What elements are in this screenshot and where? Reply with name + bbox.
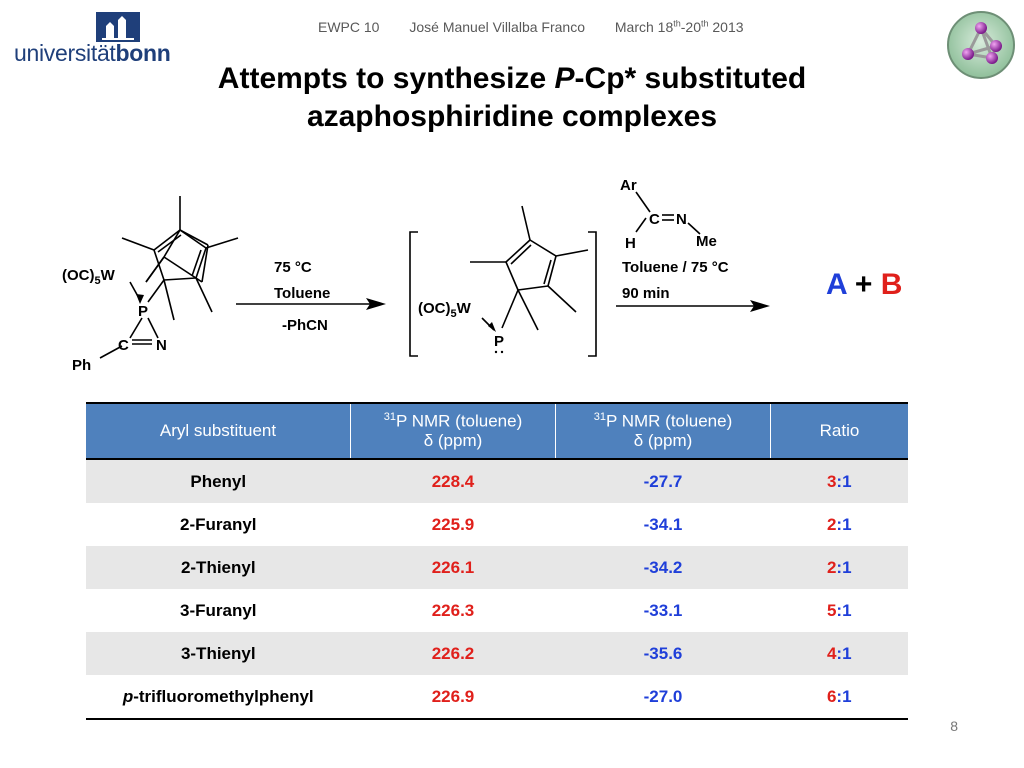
step2-time: 90 min bbox=[622, 285, 670, 302]
cp-star-ring-intermediate bbox=[470, 205, 589, 331]
intermediate-coordination-arrowhead-icon bbox=[488, 322, 496, 332]
step1-elimination: -PhCN bbox=[282, 317, 328, 334]
product-plus: + bbox=[854, 268, 873, 301]
cell-ratio: 6:1 bbox=[826, 686, 852, 706]
conference-date: March 18th-20th 2013 bbox=[614, 18, 744, 35]
slide-header: EWPC 10 José Manuel Villalba Franco Marc… bbox=[318, 18, 788, 35]
cell-aryl: Phenyl bbox=[86, 459, 351, 503]
cell-shift-a: 225.9 bbox=[431, 514, 475, 534]
imine-structure bbox=[635, 191, 701, 235]
cell-aryl: 3-Furanyl bbox=[179, 600, 257, 620]
cell-ratio: 4:1 bbox=[770, 632, 908, 675]
product-b: B bbox=[880, 268, 903, 301]
products-label: A + B bbox=[826, 268, 902, 302]
cell-ratio: 3:1 bbox=[770, 459, 908, 503]
molecule-logo-icon bbox=[947, 11, 1015, 79]
lone-pair-dot bbox=[500, 350, 504, 354]
nmr-data-table: Aryl substituent 31P NMR (toluene)δ (ppm… bbox=[86, 402, 908, 720]
reactant-w-fragment: (OC)5W bbox=[62, 267, 116, 287]
reactant-p-label: P bbox=[138, 303, 148, 320]
cell-aryl: 2-Furanyl bbox=[179, 514, 257, 534]
table-row: 2-Furanyl 225.9 -34.1 2:1 bbox=[86, 503, 908, 546]
lone-pair-dot bbox=[494, 350, 498, 354]
university-emblem-icon bbox=[96, 12, 140, 42]
reactant-c-label: C bbox=[118, 337, 129, 354]
intermediate-p-label: P bbox=[494, 333, 504, 350]
title-line-1: Attempts to synthesize P-Cp* substituted bbox=[217, 62, 807, 95]
cell-ratio: 2:1 bbox=[770, 546, 908, 589]
cell-aryl: 2-Thienyl bbox=[86, 546, 351, 589]
logo-text: universitätbonn bbox=[14, 40, 171, 66]
cell-ratio: 5:1 bbox=[826, 600, 852, 620]
step2-conditions: Toluene / 75 °C bbox=[622, 259, 729, 276]
imine-ar-label: Ar bbox=[620, 177, 637, 194]
header-nmr-a: 31P NMR (toluene)δ (ppm) bbox=[350, 403, 556, 459]
cell-shift-b: -34.2 bbox=[555, 546, 771, 589]
table-header-row: Aryl substituent 31P NMR (toluene)δ (ppm… bbox=[86, 403, 908, 459]
imine-c-label: C bbox=[649, 211, 660, 228]
table-row: p-trifluoromethylphenyl 226.9 -27.0 6:1 bbox=[86, 675, 908, 719]
arrowhead-2-icon bbox=[750, 300, 770, 312]
cell-shift-a: 226.3 bbox=[431, 600, 475, 620]
cell-shift-a: 226.9 bbox=[431, 686, 475, 706]
author-name: José Manuel Villalba Franco bbox=[409, 18, 585, 35]
page-number: 8 bbox=[950, 718, 958, 734]
intermediate-w-fragment: (OC)5W bbox=[418, 300, 472, 320]
cp-star-ring-left bbox=[99, 196, 239, 359]
table-row: 3-Furanyl 226.3 -33.1 5:1 bbox=[86, 589, 908, 632]
imine-me-label: Me bbox=[696, 233, 717, 250]
imine-n-label: N bbox=[676, 211, 687, 228]
left-bracket bbox=[409, 231, 418, 357]
reactant-n-label: N bbox=[156, 337, 167, 354]
cell-shift-b: -35.6 bbox=[555, 632, 771, 675]
cell-shift-b: -27.7 bbox=[555, 459, 771, 503]
reaction-scheme: (OC)5W P C N Ph 75 °C Toluene -PhCN (OC)… bbox=[62, 177, 770, 374]
cell-shift-a: 226.2 bbox=[350, 632, 556, 675]
header-aryl: Aryl substituent bbox=[86, 403, 351, 459]
university-logo: universitätbonn bbox=[14, 12, 171, 66]
cell-aryl: 3-Thienyl bbox=[86, 632, 351, 675]
cell-shift-b: -27.0 bbox=[643, 686, 683, 706]
arrowhead-1-icon bbox=[366, 298, 386, 310]
slide-title: Attempts to synthesize P-Cp* substituted… bbox=[150, 60, 874, 136]
reactant-ph-label: Ph bbox=[72, 357, 91, 374]
right-bracket bbox=[588, 231, 597, 357]
cell-shift-b: -34.1 bbox=[643, 514, 683, 534]
cell-shift-a: 228.4 bbox=[350, 459, 556, 503]
cell-shift-a: 226.1 bbox=[350, 546, 556, 589]
cell-shift-b: -33.1 bbox=[643, 600, 683, 620]
header-nmr-b: 31P NMR (toluene)δ (ppm) bbox=[555, 403, 771, 459]
product-a: A bbox=[826, 268, 847, 301]
coordination-arrowhead-icon bbox=[136, 294, 144, 304]
header-ratio: Ratio bbox=[770, 403, 908, 459]
title-line-2: azaphosphiridine complexes bbox=[306, 100, 718, 133]
step1-solvent: Toluene bbox=[274, 285, 330, 302]
step1-temperature: 75 °C bbox=[274, 259, 312, 276]
conference-name: EWPC 10 bbox=[318, 18, 380, 35]
cell-aryl: p-trifluoromethylphenyl bbox=[122, 686, 314, 706]
cell-ratio: 2:1 bbox=[826, 514, 852, 534]
imine-h-label: H bbox=[625, 235, 636, 252]
